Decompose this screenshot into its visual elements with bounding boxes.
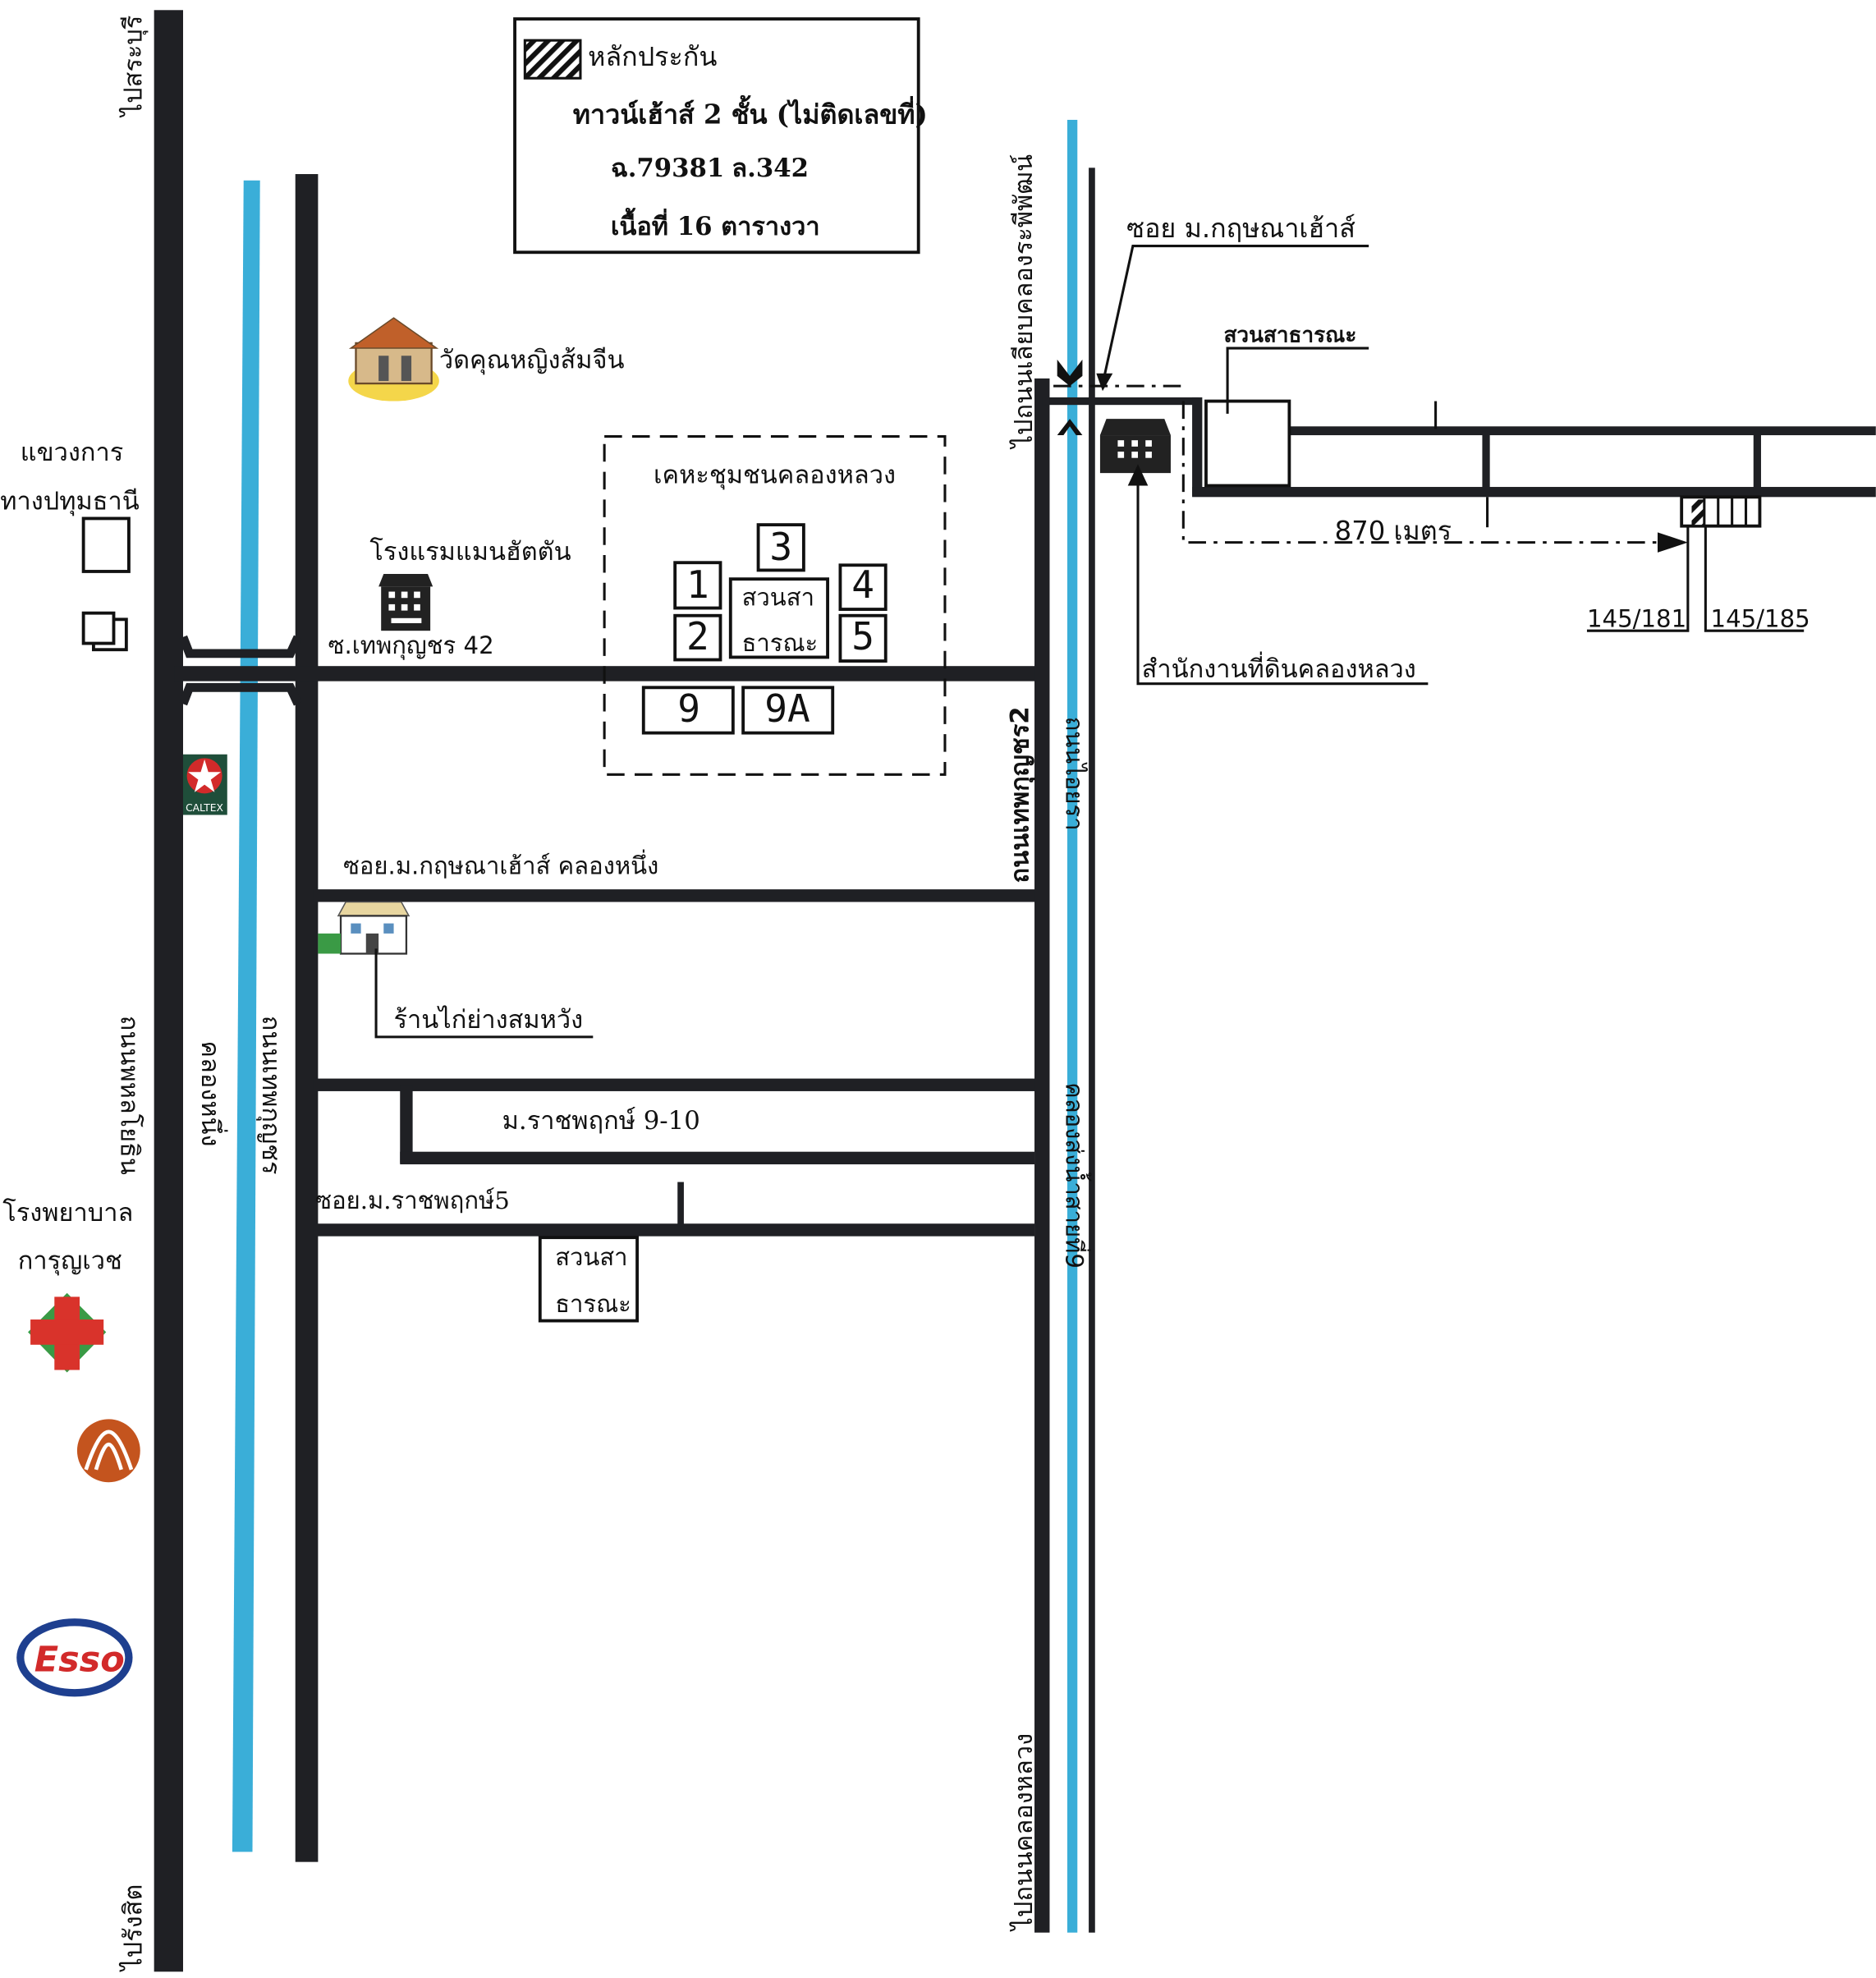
thep-kunchon-road (295, 174, 319, 1862)
to-rangsit-label: ไปรังสิต (118, 1884, 148, 1973)
khlong-nueng-canal (232, 180, 260, 1852)
land-office-leader (1136, 485, 1429, 686)
soi-ratchaphruek5-road (313, 1223, 1035, 1237)
district-office-label-1: แขวงการ (21, 438, 123, 467)
phahonyothin-label: ถนนพหลโยธิน (115, 1016, 144, 1175)
hotel-label: โรงแรมแมนฮัตตัน (369, 537, 571, 567)
hospital-label-2: การุญเวช (18, 1246, 122, 1277)
legend-collateral: หลักประกัน (588, 41, 717, 72)
park-community-label-1: สวนสา (742, 583, 814, 611)
legend-deed: ฉ.79381 (611, 154, 725, 183)
soi-krisana-leader (1103, 245, 1369, 379)
loop-left (1192, 397, 1203, 496)
land-office-arrow-icon (1127, 464, 1149, 486)
loop-cross-1 (1482, 431, 1490, 493)
esso-logo-icon: Esso (16, 1618, 133, 1697)
legend-property-type: ทาวน์เฮ้าส์ 2 ชั้น (ไม่ติดเลขที่) (573, 95, 928, 131)
soi-krisana-khlong1-label: ซอย.ม.กฤษณาเฮ้าส์ คลองหนึ่ง (343, 850, 658, 880)
house-a-label: 145/181 (1587, 605, 1686, 633)
park-community-label-2: ธารณะ (742, 629, 819, 657)
soi-krisana-khlong1-road (313, 889, 1040, 902)
distance-arrow-icon (1657, 532, 1688, 553)
legend-land-no: ล.342 (732, 154, 809, 183)
collateral-house (1691, 499, 1704, 525)
distance-dashed-path (1053, 384, 1666, 544)
to-liap-khlong-label: ไปถนนเลียบคลองระพีพัฒน์ (1009, 154, 1039, 450)
park-south-label-2: ธารณะ (555, 1290, 631, 1318)
district-office-building (81, 516, 131, 573)
soi-krisana-road (1042, 397, 1199, 406)
restaurant-label: ร้านไก่ย่างสมหวัง (394, 1005, 584, 1035)
soi-krisana-arrow-icon (1096, 373, 1113, 392)
khlong-nueng-label: คลองหนึ่ง (195, 1040, 228, 1146)
bridge-rail-bottom (178, 682, 302, 706)
to-khlong-luang-label: ไปถนนคลองหลวง (1009, 1733, 1039, 1933)
legend-area: เนื้อที่ 16 ตารางวา (611, 207, 820, 241)
village-loop-bottom (400, 1151, 1035, 1165)
legend-box: หลักประกัน ทาวน์เฮ้าส์ 2 ชั้น (ไม่ติดเลข… (513, 17, 928, 255)
restaurant-leader-line (374, 948, 594, 1039)
restaurant-icon (318, 901, 411, 955)
hospital-label-1: โรงพยาบาล (2, 1198, 133, 1228)
park-east-label: สวนสาธารณะ (1223, 323, 1356, 347)
district-office-label-2: ทางปทุมธานี (0, 487, 140, 517)
loop-bottom (1192, 487, 1876, 498)
park-east-leader (1226, 346, 1369, 414)
hospital-cross-icon (28, 1292, 107, 1373)
district-office-annex (81, 611, 116, 645)
loop-top (1289, 426, 1876, 436)
house-dividers (1703, 497, 1748, 526)
bank-logo-icon (76, 1419, 140, 1483)
land-office-label: สำนักงานที่ดินคลองหลวง (1142, 651, 1416, 684)
bridge-rail-top (178, 635, 302, 659)
distance-label: 870 เมตร (1335, 516, 1452, 547)
phahonyothin-road (154, 10, 183, 1972)
svg-text:Esso: Esso (34, 1640, 125, 1681)
loop-cross-2 (1753, 431, 1761, 493)
intersection-marker-top (1057, 359, 1083, 387)
thep-kunchon2-label: ถนนเทพกุญชร2 (1005, 706, 1035, 883)
village-loop-left (400, 1085, 413, 1163)
community-area: เคหะชุมชนคลองหลวง 3 1 2 สวนสา ธารณะ 4 5 … (603, 435, 947, 776)
soi-krisana-house-label: ซอย ม.กฤษณาเฮ้าส์ (1126, 213, 1355, 244)
bridge-road (174, 666, 1045, 682)
canal-9 (1066, 119, 1078, 1933)
canal-9-label: คลองส่งน้ำสายที่9 (1060, 1082, 1091, 1269)
small-lane (677, 1182, 684, 1227)
house-b-leader (1704, 525, 1805, 632)
park-south-label-1: สวนสา (555, 1243, 627, 1271)
block-3: 3 (769, 525, 792, 569)
soi-ratchaphruek5-label: ซอย.ม.ราชพฤกษ์5 (315, 1186, 510, 1214)
park-box-south (538, 1236, 640, 1323)
to-saraburi-label: ไปสระบุรี (118, 16, 149, 119)
block-2: 2 (686, 614, 709, 659)
block-4: 4 (851, 562, 874, 607)
intersection-marker-bottom (1057, 419, 1083, 436)
house-a-leader (1586, 525, 1690, 632)
temple-icon (348, 317, 439, 402)
block-1: 1 (686, 562, 709, 607)
community-label: เคหะชุมชนคลองหลวง (654, 460, 896, 490)
aiyara-label: ถนนไอยรา (1060, 717, 1088, 831)
village-loop-top (313, 1078, 1038, 1091)
house-row (1680, 495, 1762, 528)
soi-42-label: ซ.เทพกุญชร 42 (328, 631, 494, 660)
land-office-building-icon (1099, 419, 1171, 474)
house-b-label: 145/185 (1711, 605, 1810, 633)
village-label: ม.ราชพฤกษ์ 9-10 (502, 1106, 700, 1136)
hatch-swatch-icon (523, 39, 582, 80)
block-9: 9 (677, 686, 700, 731)
block-5: 5 (851, 614, 874, 659)
svg-text:CALTEX: CALTEX (186, 802, 223, 814)
aiyara-road (1089, 168, 1095, 1933)
park-box-east (1204, 399, 1291, 488)
thep-kunchon2-road (1034, 378, 1050, 1933)
temple-label: วัดคุณหญิงส้มจีน (439, 346, 625, 376)
caltex-logo-icon: CALTEX (182, 754, 227, 815)
hotel-building-icon (378, 574, 433, 631)
thep-kunchon-label: ถนนเทพกุญชร (255, 1016, 286, 1175)
block-9a: 9A (764, 686, 810, 731)
